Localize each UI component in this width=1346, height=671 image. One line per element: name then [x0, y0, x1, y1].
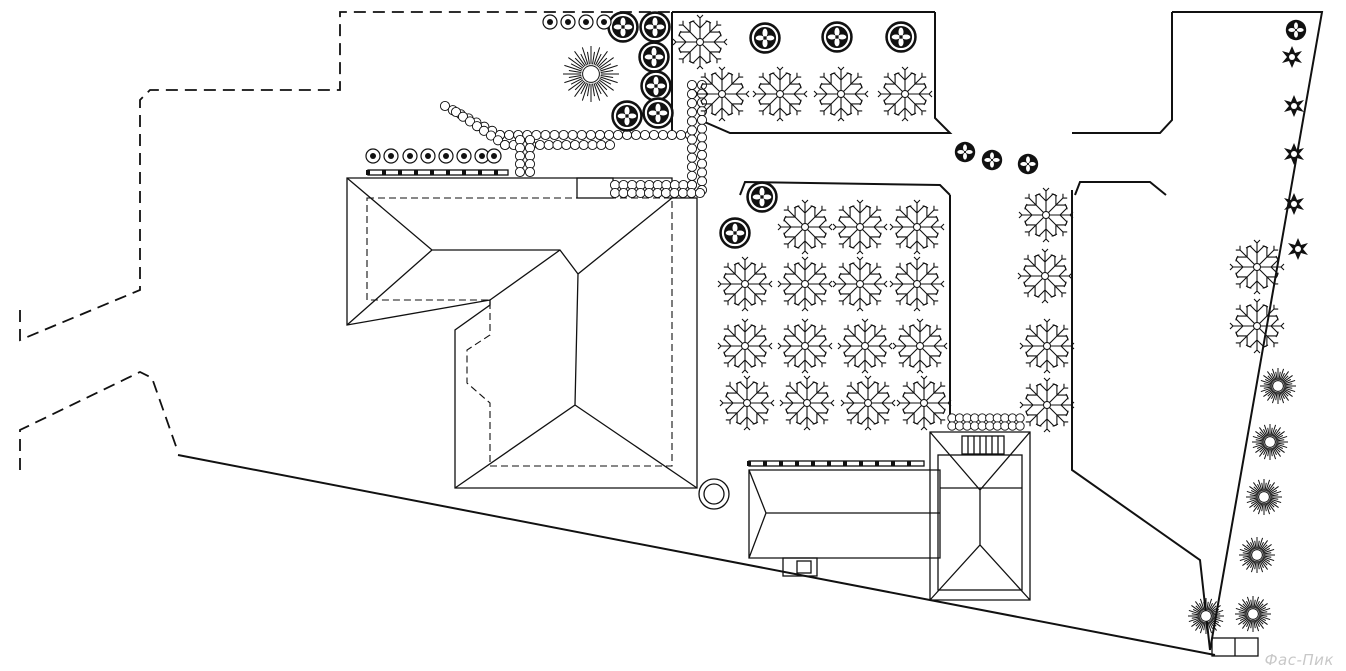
main-house-roof: [346, 177, 730, 510]
deciduous-tree-icon: [890, 257, 944, 311]
hedge-ball-icon: [486, 148, 502, 164]
hedge-ball-icon: [560, 14, 576, 30]
shrub-icon: [954, 141, 976, 163]
round-tree-icon: [607, 11, 639, 43]
deciduous-tree-icon: [841, 376, 895, 430]
deciduous-tree-icon: [833, 257, 887, 311]
deciduous-tree-icon: [718, 319, 772, 373]
conifer-icon: [1284, 95, 1304, 117]
site-boundary-east: [1172, 11, 1324, 651]
drive-north-right: [1072, 12, 1173, 134]
hedge-ball-icon: [456, 148, 472, 164]
starburst-tree-icon: [1260, 368, 1296, 404]
deciduous-tree-icon: [814, 67, 868, 121]
deciduous-tree-icon: [833, 200, 887, 254]
round-tree-icon: [638, 41, 670, 73]
watermark: Фас-Пик: [1264, 651, 1334, 669]
deciduous-tree-icon: [718, 257, 772, 311]
hedge-ball-icon: [365, 148, 381, 164]
round-tree-icon: [885, 21, 917, 53]
deciduous-tree-icon: [1020, 378, 1074, 432]
round-tree-icon: [611, 100, 643, 132]
deciduous-tree-icon: [753, 67, 807, 121]
deciduous-tree-icon: [893, 319, 947, 373]
conifer-icon: [1282, 46, 1302, 68]
deciduous-tree-icon: [778, 200, 832, 254]
round-tree-icon: [821, 21, 853, 53]
starburst-tree-icon: [1239, 537, 1275, 573]
round-tree-icon: [746, 181, 778, 213]
hedge-ball-icon: [438, 148, 454, 164]
deciduous-tree-icon: [778, 319, 832, 373]
starburst-tree-icon: [1246, 479, 1282, 515]
round-tree-icon: [640, 70, 672, 102]
round-tree-icon: [639, 11, 671, 43]
planting: [365, 11, 1308, 634]
shrub-icon: [1017, 153, 1039, 175]
deciduous-tree-icon: [780, 376, 834, 430]
neighbour-boundary-lower: [19, 370, 179, 470]
deciduous-tree-icon: [1019, 188, 1073, 242]
deciduous-tree-icon: [720, 376, 774, 430]
hedge-ball-icon: [383, 148, 399, 164]
deciduous-tree-icon: [890, 200, 944, 254]
starburst-tree-icon: [563, 46, 619, 102]
entrance-gate: [1211, 637, 1259, 657]
deciduous-tree-icon: [897, 376, 951, 430]
round-tree-icon: [749, 22, 781, 54]
paver-path: [439, 79, 1025, 431]
annex-roof: [748, 431, 1031, 601]
neighbour-boundary-upper: [19, 11, 672, 342]
starburst-tree-icon: [1235, 596, 1271, 632]
deciduous-tree-icon: [673, 15, 727, 69]
deciduous-tree-icon: [1018, 249, 1072, 303]
shrub-icon: [1285, 19, 1307, 41]
drive-east: [1071, 181, 1211, 651]
drive-west: [739, 180, 951, 425]
hedge-ball-icon: [402, 148, 418, 164]
hedge-row: [366, 169, 925, 467]
hedge-ball-icon: [596, 14, 612, 30]
shrub-icon: [981, 149, 1003, 171]
conifer-icon: [1284, 143, 1304, 165]
deciduous-tree-icon: [838, 319, 892, 373]
hedge-ball-icon: [542, 14, 558, 30]
conifer-icon: [1288, 238, 1308, 260]
round-tree-icon: [719, 217, 751, 249]
deciduous-tree-icon: [878, 67, 932, 121]
starburst-tree-icon: [1188, 598, 1224, 634]
hedge-ball-icon: [420, 148, 436, 164]
deciduous-tree-icon: [778, 257, 832, 311]
deciduous-tree-icon: [1230, 299, 1284, 353]
deciduous-tree-icon: [1230, 240, 1284, 294]
deciduous-tree-icon: [1020, 319, 1074, 373]
starburst-tree-icon: [1252, 424, 1288, 460]
site-boundary-south: [177, 454, 1216, 656]
hedge-ball-icon: [578, 14, 594, 30]
round-tree-icon: [642, 97, 674, 129]
